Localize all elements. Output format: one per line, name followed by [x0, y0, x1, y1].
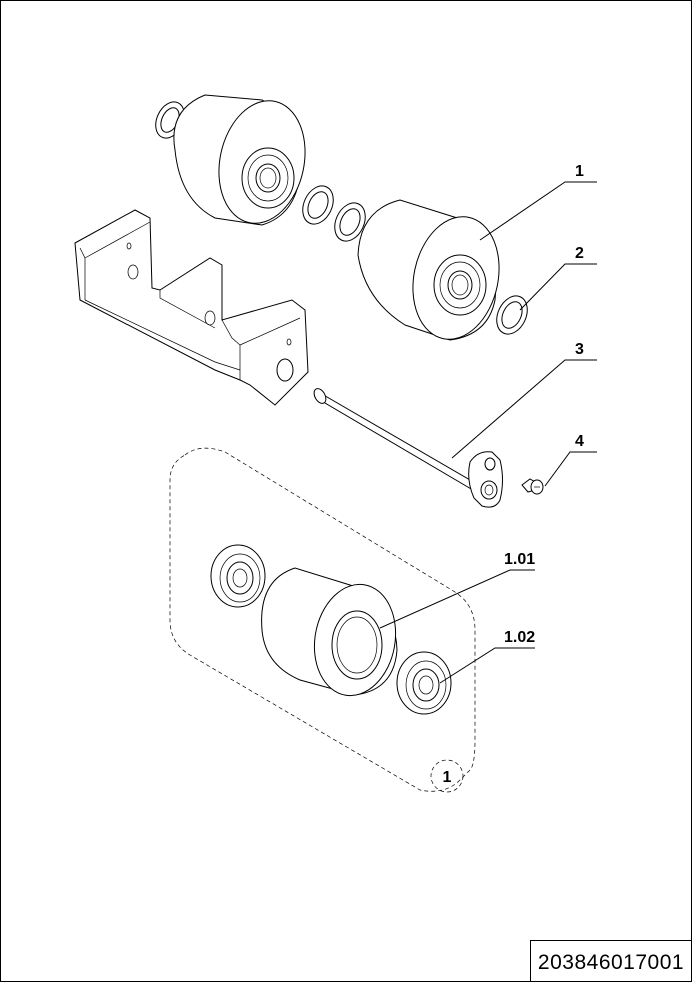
detail-boundary: [169, 447, 476, 792]
seal-ring-middle-2: [334, 202, 366, 242]
roller-back: [173, 94, 306, 226]
detail-marker: 1: [430, 759, 464, 793]
callout-3: 3: [575, 341, 584, 358]
callout-4: 4: [575, 433, 584, 450]
callout-2: 2: [575, 245, 584, 262]
svg-text:1: 1: [443, 769, 452, 786]
roller-front: [357, 199, 500, 341]
callout-1-02: 1.02: [504, 629, 535, 646]
leader-lines: [379, 181, 597, 684]
seal-ring-2: [496, 295, 528, 335]
seal-ring-middle-1: [302, 185, 334, 225]
document-number-box: 203846017001: [530, 940, 692, 982]
callout-1-01: 1.01: [504, 551, 535, 568]
screw: [521, 478, 544, 495]
roller-tyre: [261, 567, 398, 697]
fork-bracket: [74, 209, 309, 406]
document-number: 203846017001: [538, 951, 684, 974]
callout-1: 1: [575, 163, 584, 180]
bearing-left: [210, 544, 266, 608]
bearing-right: [396, 651, 452, 715]
axle-pin: [313, 388, 503, 508]
